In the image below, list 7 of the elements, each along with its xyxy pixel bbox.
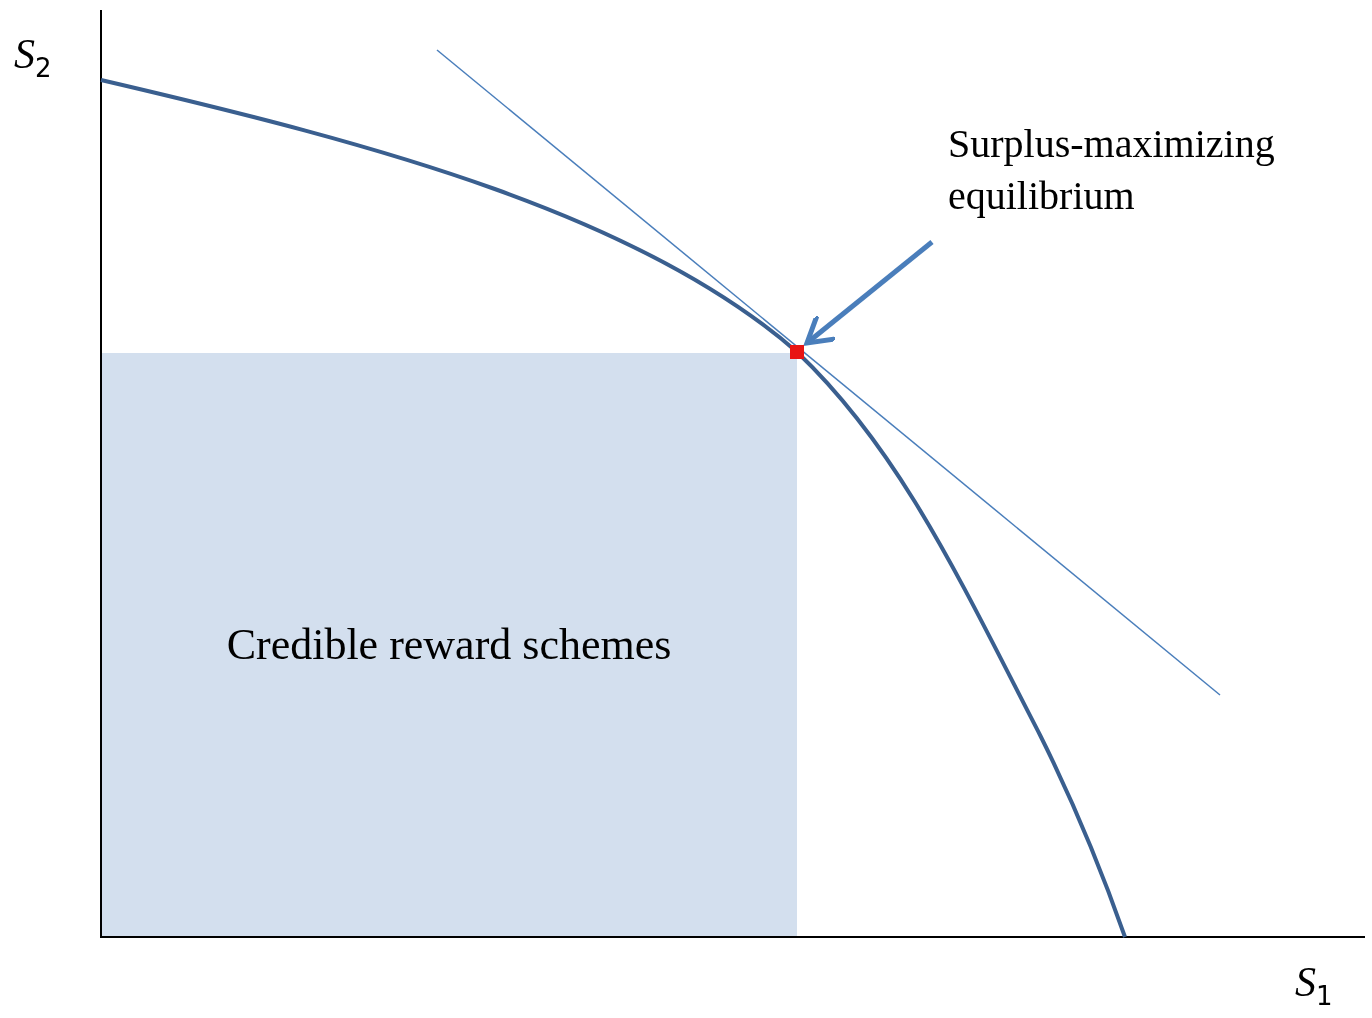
shaded-region — [101, 353, 797, 937]
region-label: Credible reward schemes — [226, 619, 672, 672]
axis-label: S$_{1}$ — [1295, 958, 1333, 1012]
equilibrium-point — [790, 345, 804, 359]
arrow — [804, 240, 934, 346]
axis-label: S$_{2}$ — [14, 30, 52, 84]
callout-label: Surplus-maximizing equilibrium — [948, 120, 1276, 220]
